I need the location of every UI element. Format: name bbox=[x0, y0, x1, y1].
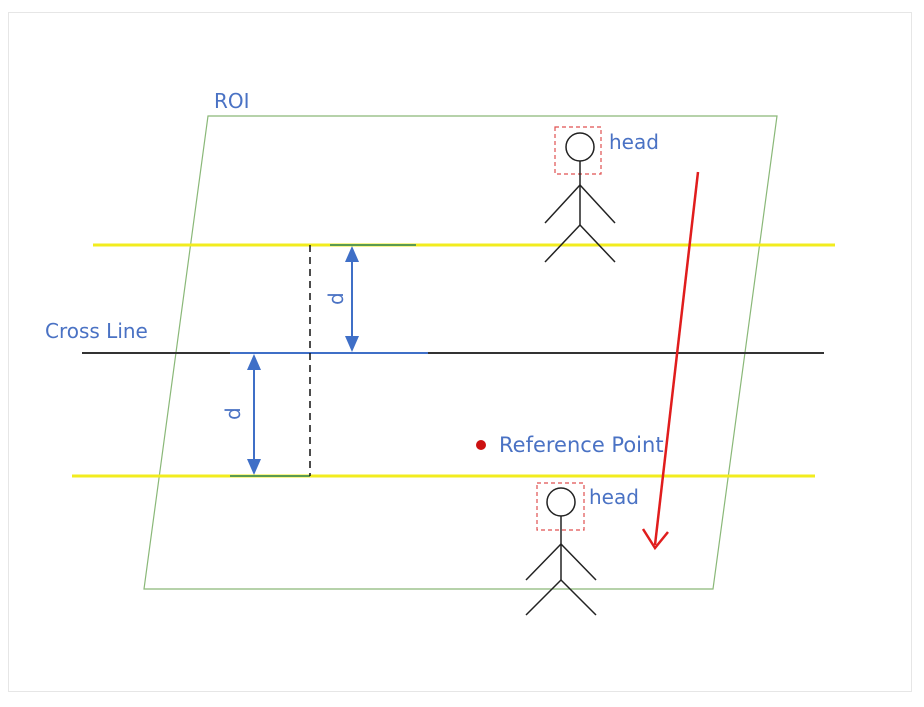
roi-region bbox=[143, 115, 778, 590]
upper-distance-arrowhead-top bbox=[345, 246, 359, 262]
left-leg-bottom bbox=[525, 579, 562, 616]
head-circle-top bbox=[565, 132, 595, 162]
right-arm-top bbox=[579, 184, 616, 224]
head-label-top: head bbox=[609, 130, 659, 154]
head-circle-bottom bbox=[546, 487, 576, 517]
cross-line-label: Cross Line bbox=[45, 319, 148, 343]
head-box-bottom bbox=[536, 482, 585, 531]
upper-distance-arrowhead-bottom bbox=[345, 336, 359, 352]
left-leg-top bbox=[544, 224, 581, 263]
lower-distance-label: d bbox=[221, 407, 245, 420]
reference-point-label: Reference Point bbox=[499, 433, 664, 457]
direction-arrow-line bbox=[653, 171, 700, 546]
lower-distance-arrowhead-bottom bbox=[247, 459, 261, 475]
upper-distance-label: d bbox=[324, 292, 348, 305]
head-label-bottom: head bbox=[589, 485, 639, 509]
right-leg-bottom bbox=[560, 579, 597, 616]
reference-point-dot bbox=[476, 440, 486, 450]
right-arm-bottom bbox=[560, 543, 597, 581]
left-arm-bottom bbox=[525, 543, 562, 581]
left-arm-top bbox=[544, 184, 581, 224]
lower-distance-arrowhead-top bbox=[247, 354, 261, 370]
head-box-top bbox=[554, 126, 602, 175]
frame-border bbox=[8, 12, 912, 692]
roi-label: ROI bbox=[214, 89, 250, 113]
person-top bbox=[544, 126, 616, 263]
direction-arrowhead bbox=[641, 528, 669, 551]
right-leg-top bbox=[579, 224, 616, 263]
person-bottom bbox=[525, 482, 597, 616]
